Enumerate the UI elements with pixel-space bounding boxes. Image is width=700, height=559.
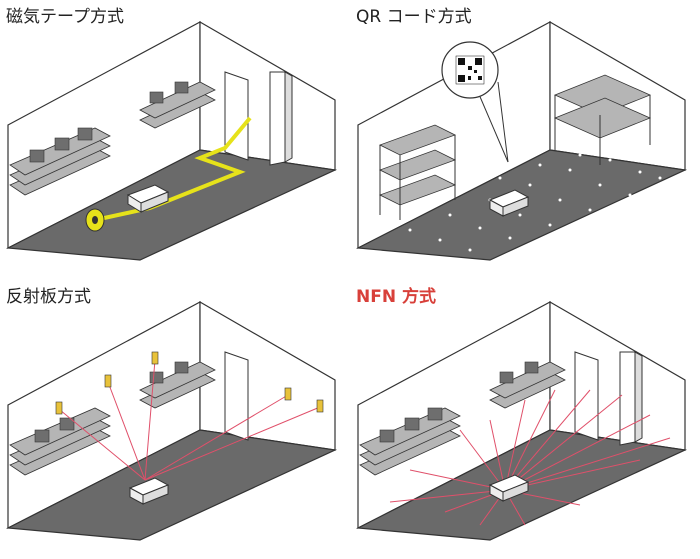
qr-callout-line	[497, 81, 509, 163]
floor-qr-markers	[408, 153, 662, 252]
agv-robot-icon	[488, 189, 530, 217]
panel-nfn: NFN 方式	[350, 280, 700, 559]
reflector-icon	[55, 401, 63, 415]
laser-beams	[59, 359, 321, 481]
rack-left	[378, 124, 457, 220]
reflector-markers	[55, 351, 324, 415]
shelf-rack	[9, 127, 111, 196]
pillar-side	[284, 71, 293, 163]
doorway	[574, 351, 599, 441]
panel-title: 磁気テープ方式	[6, 7, 124, 27]
pillar	[619, 351, 636, 446]
shelf-rack	[9, 407, 111, 476]
reflector-icon	[316, 399, 324, 413]
pillar-side	[634, 351, 643, 443]
laser-beams	[389, 389, 671, 526]
warehouse-illustration	[355, 20, 688, 261]
shelf-rack	[139, 361, 216, 409]
shelf-rack	[489, 361, 566, 409]
right-wall	[199, 300, 336, 451]
agv-robot-icon	[126, 184, 170, 213]
panel-title: QR コード方式	[356, 7, 472, 27]
qr-code-icon	[455, 55, 485, 85]
panel-title: NFN 方式	[356, 287, 436, 307]
pillar	[269, 71, 286, 166]
floor	[5, 149, 338, 261]
qr-callout-line	[474, 84, 509, 163]
reflector-icon	[104, 374, 112, 388]
doorway	[224, 351, 249, 441]
panel-reflector: 反射板方式	[0, 280, 350, 559]
shelf-rack	[139, 81, 216, 129]
tape-roll-core	[92, 216, 98, 224]
warehouse-illustration	[5, 20, 338, 261]
shelf-rack	[359, 407, 461, 476]
floor	[5, 429, 338, 541]
rack-right	[553, 74, 652, 165]
agv-robot-icon	[128, 477, 170, 505]
panel-title: 反射板方式	[6, 287, 91, 307]
reflector-icon	[151, 351, 159, 365]
right-wall	[549, 300, 686, 451]
panel-qr-code: QR コード方式	[350, 0, 700, 279]
reflector-icon	[284, 387, 292, 401]
warehouse-illustration	[355, 300, 688, 541]
warehouse-illustration	[5, 300, 338, 541]
agv-robot-icon	[488, 474, 530, 502]
panel-magnetic-tape: 磁気テープ方式	[0, 0, 350, 279]
